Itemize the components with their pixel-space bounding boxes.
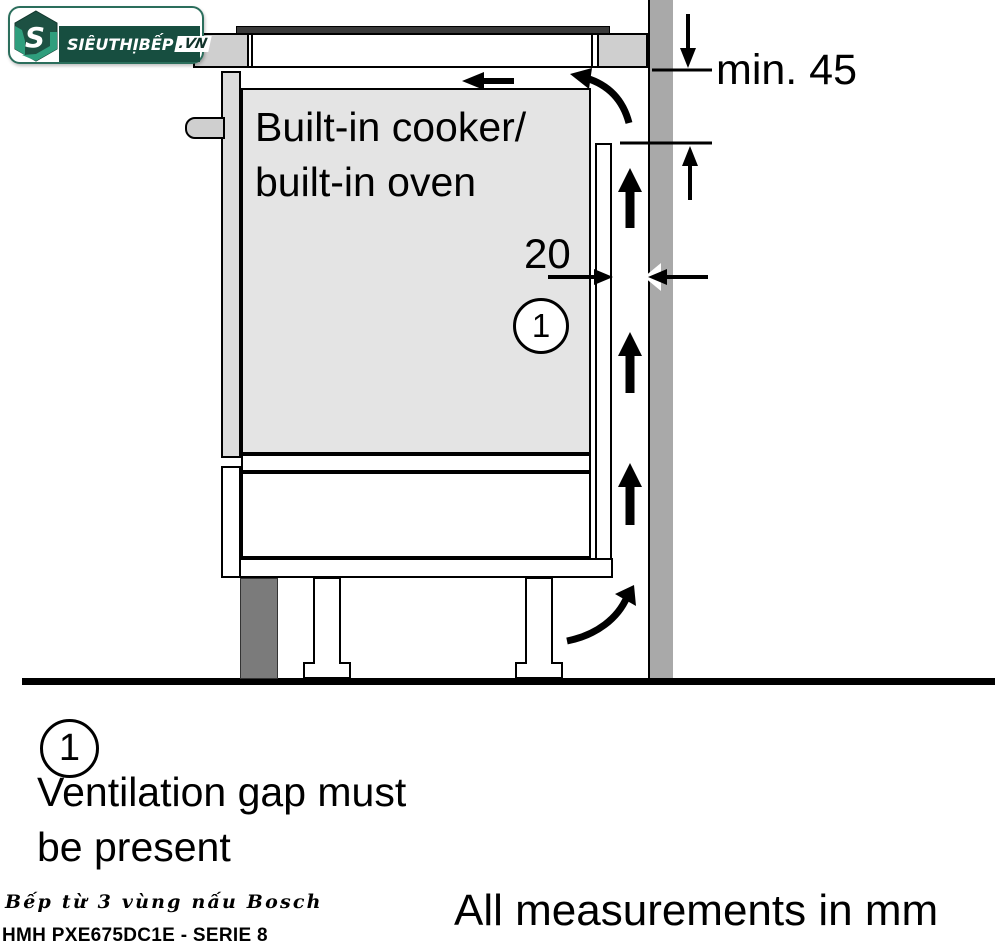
logo-text-band: SIÊUTHỊBẾP .VN: [59, 26, 212, 62]
floor-line: [22, 678, 995, 685]
units-note: All measurements in mm: [454, 886, 939, 935]
oven-door-handle: [185, 117, 225, 139]
cooktop-glass: [236, 26, 610, 34]
rear-leg-foot: [515, 662, 563, 679]
countertop: [193, 33, 648, 68]
vent-arrow-up-1: [618, 168, 642, 228]
footnote-text-line2: be present: [37, 824, 231, 870]
logo-tld-chip: .VN: [173, 36, 212, 52]
drawer-cavity: [241, 470, 591, 558]
logo-brand-text: SIÊUTHỊBẾP: [67, 34, 174, 54]
cooktop-tub-right-edge: [591, 34, 593, 67]
plinth-board: [240, 578, 278, 679]
cabinet-bottom-panel: [239, 558, 613, 578]
min45-down-arrow: [680, 14, 696, 68]
countertop-right-cut: [597, 33, 648, 68]
vent-arrow-up-2: [618, 332, 642, 393]
drawer-front-panel: [221, 466, 241, 578]
rear-leg-joint: [527, 660, 551, 664]
cooktop-tub-left-edge: [251, 34, 253, 67]
front-leg-foot: [303, 662, 351, 679]
product-name-vietnamese: Bếp từ 3 vùng nấu Bosch: [5, 891, 323, 913]
appliance-label-line2: built-in oven: [255, 159, 477, 205]
dimension-gap-label: 20: [524, 230, 571, 277]
oven-body: [241, 88, 591, 454]
footnote-1-badge: 1: [40, 719, 99, 778]
front-leg: [313, 577, 341, 664]
cabinet-back-panel: [595, 143, 612, 560]
hexagon-s-icon: S: [14, 10, 58, 62]
appliance-label-line1: Built-in cooker/: [255, 104, 527, 150]
sieuthibep-logo: SIÊUTHỊBẾP .VN S: [8, 6, 212, 64]
front-leg-joint: [315, 660, 339, 664]
wall-section: [648, 0, 673, 681]
oven-door-front: [221, 71, 241, 458]
logo-letter: S: [25, 21, 45, 54]
rear-leg: [525, 577, 553, 664]
footnote-1-number: 1: [58, 727, 81, 769]
dimension-min45-label: min. 45: [716, 46, 858, 94]
footnote-text-line1: Ventilation gap must: [37, 769, 407, 815]
callout-1-badge: 1: [513, 298, 569, 354]
vent-arrow-up-3: [618, 463, 642, 525]
callout-1-number: 1: [531, 307, 551, 344]
product-model-code: HMH PXE675DC1E - SERIE 8: [2, 925, 268, 946]
airflow-curve-bottom: [566, 585, 636, 645]
min45-up-arrow: [682, 146, 698, 200]
